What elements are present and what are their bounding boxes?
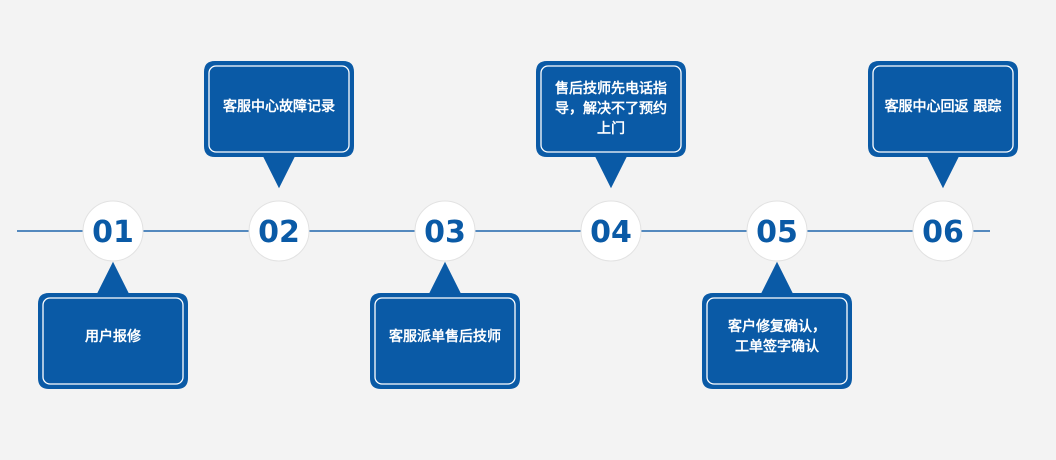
step-label-line: 导，解决不了预约 [555, 100, 667, 117]
callout-inner-border [208, 65, 350, 153]
step-06: 06 客服中心回返 跟踪 [868, 61, 1018, 262]
step-label-line: 客服中心回返 跟踪 [884, 98, 1002, 115]
callout-inner-border [706, 297, 848, 385]
step-number: 01 [92, 215, 134, 250]
step-circle [414, 200, 476, 262]
callout-box [204, 61, 354, 189]
step-02: 02 客服中心故障记录 [204, 61, 354, 262]
step-label-line: 工单签字确认 [735, 338, 820, 355]
step-label-line: 客户修复确认， [727, 318, 826, 335]
step-number: 04 [590, 215, 632, 250]
steps-layer: 01 用户报修 02 客服中心故障记录 03 客服派单售后技师 04 售后技师先电话指导，解决… [38, 61, 1018, 389]
step-label-line: 客服中心故障记录 [222, 98, 335, 115]
step-circle [248, 200, 310, 262]
step-circle [580, 200, 642, 262]
callout-box [38, 261, 188, 389]
callout-box [370, 261, 520, 389]
step-number: 05 [756, 215, 798, 250]
step-circle [82, 200, 144, 262]
step-number: 06 [922, 215, 964, 250]
callout-inner-border [872, 65, 1014, 153]
step-05: 05 客户修复确认， 工单签字确认 [702, 200, 852, 389]
callout-box [868, 61, 1018, 189]
step-circle [912, 200, 974, 262]
callout-inner-border [374, 297, 516, 385]
callout-inner-border [42, 297, 184, 385]
step-01: 01 用户报修 [38, 200, 188, 389]
callout-box [536, 61, 686, 189]
step-label-line: 售后技师先电话指 [554, 80, 667, 97]
step-number: 03 [424, 215, 466, 250]
callout-inner-border [540, 65, 682, 153]
step-circle [746, 200, 808, 262]
step-label-line: 上门 [597, 120, 625, 137]
callout-box [702, 261, 852, 389]
step-number: 02 [258, 215, 300, 250]
step-03: 03 客服派单售后技师 [370, 200, 520, 389]
step-label-line: 用户报修 [85, 328, 142, 345]
step-label-line: 客服派单售后技师 [388, 328, 501, 345]
